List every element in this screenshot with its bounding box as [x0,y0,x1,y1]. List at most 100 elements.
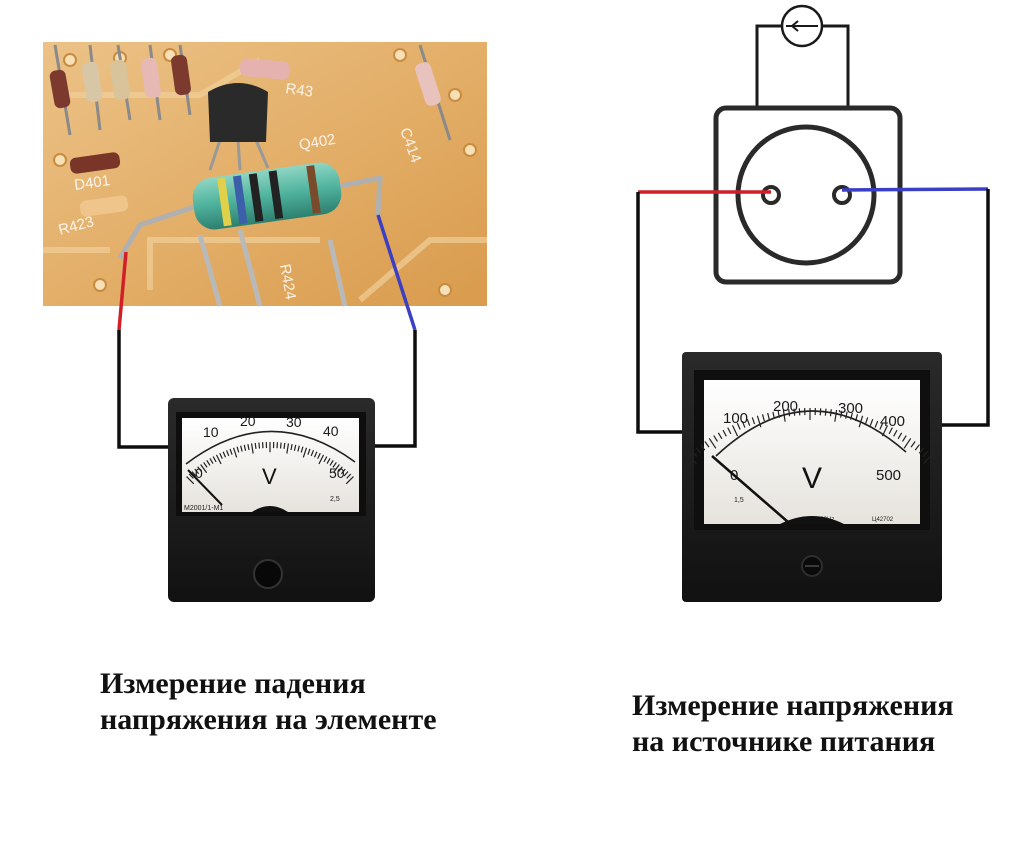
scale-tick [318,454,325,465]
scale-tick [300,446,304,453]
scale-tick [914,444,920,451]
scale-tick [186,476,195,485]
scale-tick [297,445,300,452]
scale-tick [888,427,893,435]
power-socket [713,105,903,285]
right-scale-label-400: 400 [880,413,905,430]
silk-r43: R43 [284,80,314,101]
right-meter-face [704,380,920,524]
scale-tick [329,460,334,466]
scale-tick [302,447,308,458]
scale-tick [881,425,889,437]
scale-tick [923,454,933,464]
scale-tick [751,417,756,425]
scale-tick [761,414,765,422]
right-class-label: 1,5 [734,497,744,504]
scale-tick [254,442,257,449]
left-class-label: 2,5 [330,496,340,503]
left-unit-label: V [262,464,277,489]
right-scale-label-100: 100 [723,410,748,427]
scale-tick [731,425,739,437]
scale-tick [727,427,732,435]
scale-tick [290,443,293,451]
scale-tick [864,417,869,425]
scale-tick [219,452,223,459]
scale-tick [222,451,227,458]
scale-tick [782,409,786,422]
socket-hole-left [761,185,781,205]
scale-tick [746,418,751,426]
right-unit-label: V [802,462,822,495]
scale-tick [317,452,321,459]
scale-tick [695,447,702,454]
scale-tick [332,462,337,468]
left-scale-label-40: 40 [323,423,339,439]
transistor [208,83,270,171]
scale-tick [756,415,762,428]
scale-tick [834,409,838,422]
scale-tick [307,448,311,455]
scale-tick [772,411,775,419]
left-voltmeter: 0 10 20 30 40 50 V М2001/1-М1 2,5 [168,398,375,602]
scale-tick [767,412,770,420]
caption-right: Измерение напряжения на источнике питани… [632,689,954,758]
scale-tick [910,441,916,448]
scale-tick [687,454,697,464]
scale-tick [313,451,318,458]
left-meter-face [182,418,359,512]
scale-tick [323,456,328,463]
scale-tick [879,422,884,430]
scale-tick [194,468,200,475]
scale-tick [874,420,879,428]
right-needle [711,455,789,523]
scale-tick [793,408,796,416]
scale-tick [332,464,340,474]
scale-tick [922,450,929,457]
right-voltmeter: 0 100 200 300 400 500 V 1,5 50...1000Hz … [682,352,942,602]
scale-tick [310,450,314,457]
scale-tick [893,429,898,437]
scale-tick [741,420,746,428]
scale-tick [283,442,286,449]
scale-tick [258,442,261,449]
caption-left: Измерение падения напряжения на элементе [100,667,437,736]
scale-tick [212,456,217,463]
scale-tick [829,409,832,417]
right-scale-label-500: 500 [876,467,901,484]
scale-tick [340,468,346,475]
scale-tick [700,444,706,451]
left-wiring [117,214,417,449]
scale-tick [722,429,727,437]
silk-q402: Q402 [298,131,337,154]
scale-tick [197,466,202,472]
scale-tick [232,447,238,458]
scale-tick [855,414,859,422]
scale-tick [902,435,907,442]
right-meter-ticks [687,408,933,464]
scale-tick [338,466,343,472]
scale-tick [286,443,290,454]
scale-tick [840,410,843,418]
left-scale-label-30: 30 [286,414,302,430]
measured-resistor [117,162,383,307]
scale-tick [713,435,718,442]
scale-tick [788,409,791,417]
left-scale-label-20: 20 [240,413,256,429]
scale-tick [279,442,282,449]
scale-tick [918,447,925,454]
scale-tick [209,458,214,464]
scale-tick [869,418,874,426]
source-symbol [755,4,850,108]
scale-tick [240,445,243,452]
scale-tick [243,444,247,451]
scale-tick [343,471,349,477]
left-zero-knob [253,559,283,589]
scale-tick [858,415,864,428]
scale-tick [188,473,194,479]
scale-tick [229,448,233,455]
scale-tick [845,411,848,419]
scale-tick [226,450,230,457]
scale-tick [736,422,741,430]
right-wiring [636,187,990,434]
